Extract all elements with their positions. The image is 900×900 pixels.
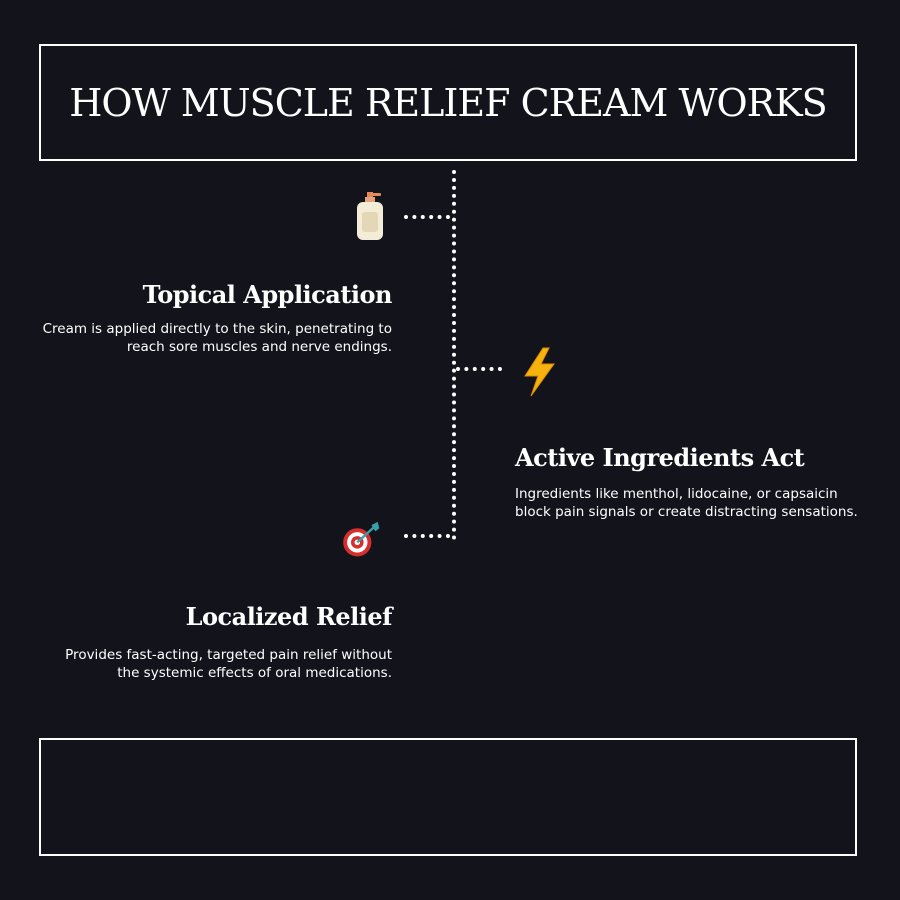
step-2-description: Ingredients like menthol, lidocaine, or … bbox=[515, 485, 858, 521]
connector-step-3 bbox=[404, 534, 450, 538]
timeline-line bbox=[452, 170, 456, 540]
step-3-title: Localized Relief bbox=[185, 602, 393, 631]
step-1-description-line-2: reach sore muscles and nerve endings. bbox=[126, 339, 392, 355]
connector-step-2 bbox=[456, 367, 502, 371]
connector-step-1 bbox=[404, 215, 450, 219]
lotion-bottle-icon bbox=[348, 190, 392, 242]
lightning-bolt-icon bbox=[517, 346, 561, 398]
target-dart-icon bbox=[340, 514, 384, 566]
step-3-description-line-2: the systemic effects of oral medications… bbox=[117, 665, 392, 681]
step-3-description: Provides fast-acting, targeted pain reli… bbox=[65, 646, 392, 682]
step-3-description-line-1: Provides fast-acting, targeted pain reli… bbox=[65, 647, 392, 663]
step-2-description-line-1: Ingredients like menthol, lidocaine, or … bbox=[515, 486, 838, 502]
title-box: HOW MUSCLE RELIEF CREAM WORKS bbox=[39, 44, 857, 161]
step-2-description-line-2: block pain signals or create distracting… bbox=[515, 504, 858, 520]
step-2-title: Active Ingredients Act bbox=[515, 443, 805, 472]
footer-box bbox=[39, 738, 857, 856]
step-1-description-line-1: Cream is applied directly to the skin, p… bbox=[42, 321, 392, 337]
step-1-title: Topical Application bbox=[142, 280, 393, 309]
page-title: HOW MUSCLE RELIEF CREAM WORKS bbox=[69, 80, 827, 125]
step-1-description: Cream is applied directly to the skin, p… bbox=[43, 320, 392, 356]
